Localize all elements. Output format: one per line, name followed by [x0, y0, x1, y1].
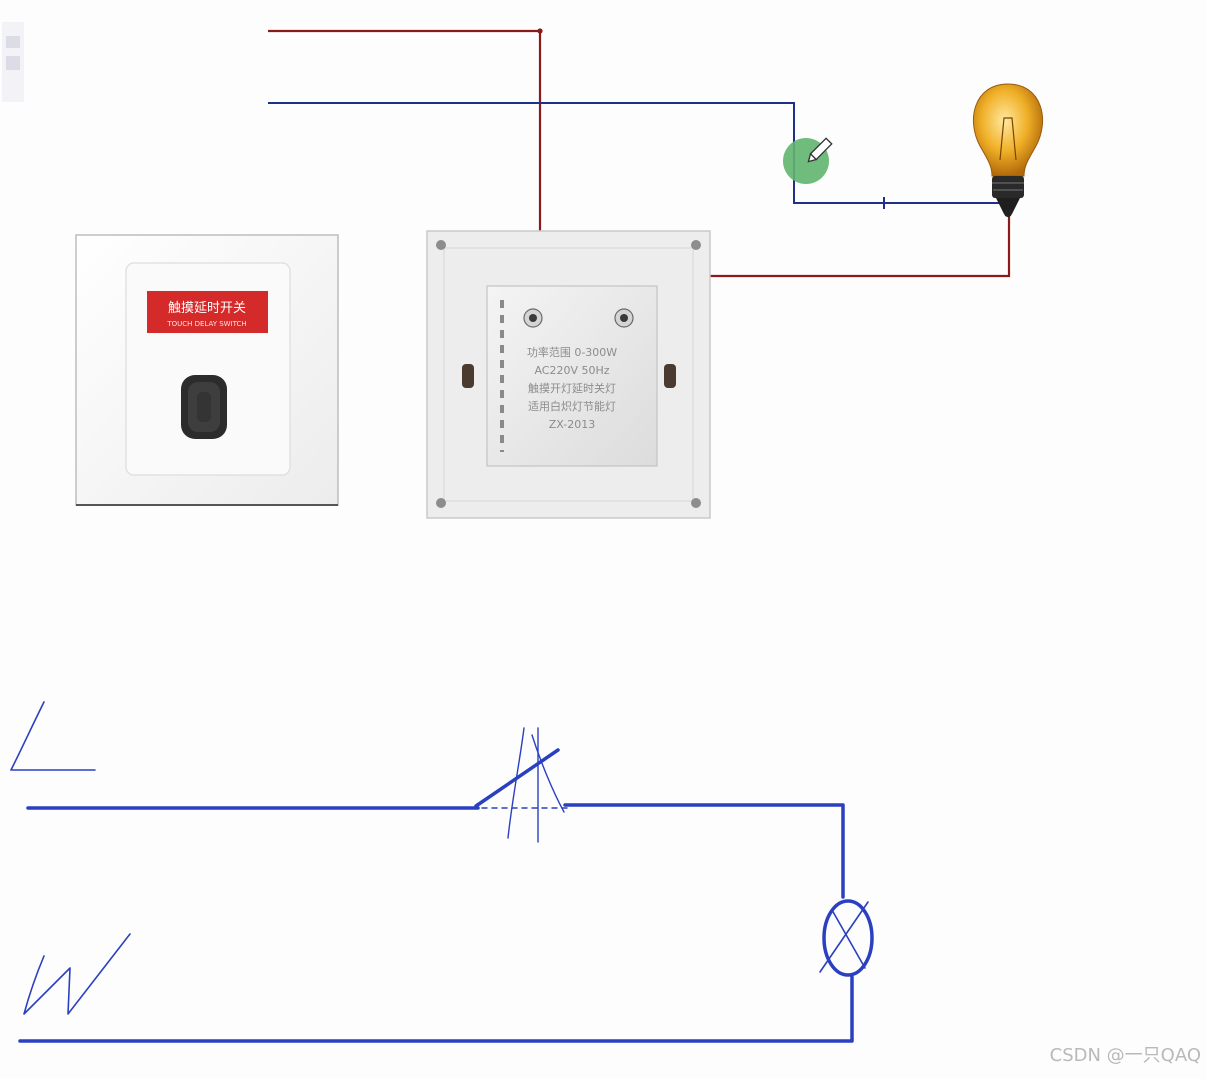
watermark-text: CSDN @一只QAQ [1049, 1045, 1201, 1066]
label-english-text: TOUCH DELAY SWITCH [166, 320, 246, 328]
schematic-neutral-return [18, 975, 854, 1043]
schematic-right-line [563, 803, 845, 899]
neutral-wire [0, 102, 1000, 209]
schematic: L N [0, 0, 874, 1043]
svg-text:N: N [0, 0, 1, 1]
edge-artifact [2, 22, 24, 102]
delay-switch-symbol [474, 727, 573, 843]
terminal-left-icon [523, 308, 543, 328]
module-line-2: AC220V 50Hz [534, 364, 609, 377]
switch-label-tag: 触摸延时开关 TOUCH DELAY SWITCH [147, 291, 268, 333]
pen-cursor-icon [783, 137, 833, 184]
light-bulb-icon [973, 83, 1043, 217]
svg-text:L: L [0, 0, 1, 1]
switch-back-module: 功率范围 0-300W AC220V 50Hz 触摸开灯延时关灯 适用白炽灯节能… [426, 230, 711, 519]
module-line-3: 触摸开灯延时关灯 [528, 381, 616, 395]
touch-button-icon [181, 375, 227, 439]
module-line-5: ZX-2013 [549, 418, 596, 431]
module-line-4: 适用白炽灯节能灯 [528, 399, 616, 413]
module-line-1: 功率范围 0-300W [527, 345, 617, 359]
terminal-right-icon [614, 308, 634, 328]
lamp-symbol [819, 899, 874, 977]
switch-front-panel: 触摸延时开关 TOUCH DELAY SWITCH [75, 234, 339, 506]
neutral-label: N [0, 0, 131, 1015]
live-label: L [0, 0, 96, 771]
label-chinese-text: 触摸延时开关 [168, 301, 246, 316]
